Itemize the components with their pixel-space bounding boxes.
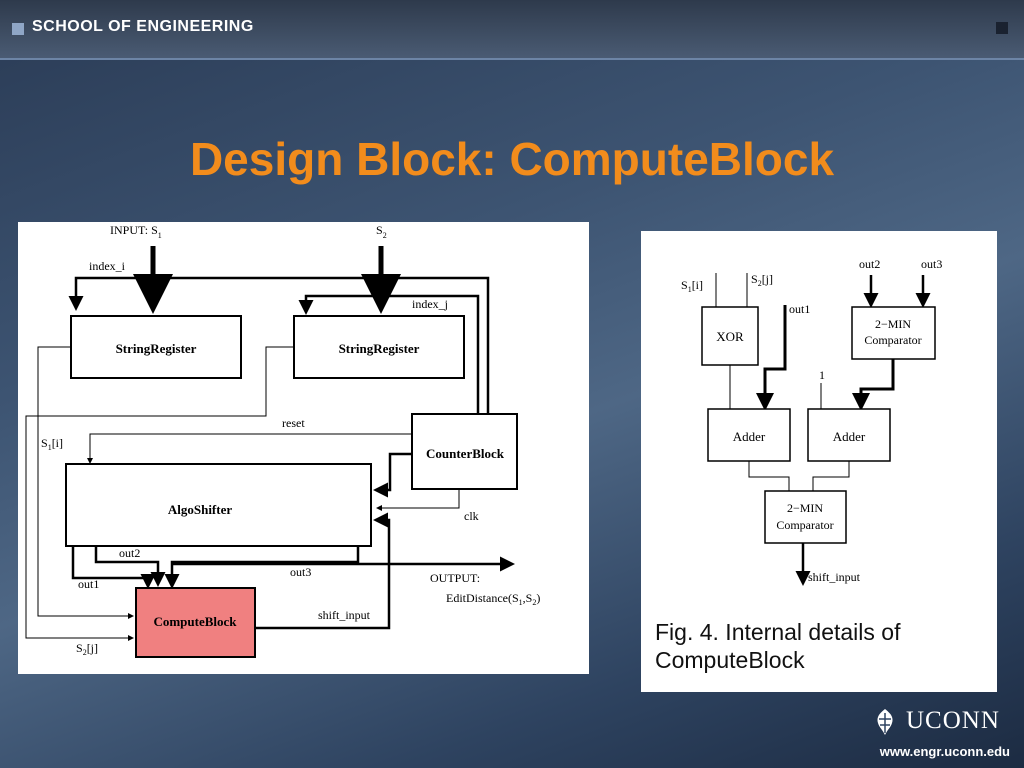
adder-right-box	[807, 408, 891, 462]
header-square-icon	[12, 23, 24, 35]
counter-to-algo-arrow	[373, 452, 412, 498]
out1-line	[71, 546, 156, 589]
adder-right-label: Adder	[833, 429, 866, 444]
out3-label-right: out3	[921, 257, 942, 271]
s2j-label-right: S2[j]	[751, 272, 773, 288]
min-comparator-bottom-box	[764, 490, 847, 544]
sr1-to-compute-line	[37, 346, 134, 619]
shift-input-label: shift_input	[318, 608, 371, 622]
clk-line	[376, 489, 460, 511]
header-divider	[0, 58, 1024, 60]
header-corner-square-icon	[996, 22, 1008, 34]
adder-left-label: Adder	[733, 429, 766, 444]
adder-left-to-min-line	[748, 461, 790, 491]
algo-shifter-label: AlgoShifter	[168, 502, 233, 517]
min-comparator-top-box	[851, 306, 936, 360]
uconn-logo-icon	[877, 709, 893, 735]
shift-input-label-right: shift_input	[808, 570, 861, 584]
string-register-2-label: StringRegister	[339, 341, 420, 356]
min-comparator-top-line2: Comparator	[864, 333, 921, 347]
uconn-logo-text: UCONN	[906, 707, 1000, 734]
input-s2-label: S2	[376, 223, 387, 240]
compute-block-label: ComputeBlock	[153, 614, 237, 629]
min-comparator-top-line1: 2−MIN	[875, 317, 911, 331]
string-register-2-box	[293, 315, 465, 379]
footer-url[interactable]: www.engr.uconn.edu	[879, 744, 1010, 759]
out3-label: out3	[290, 565, 311, 579]
shift-input-feedback-line	[255, 512, 391, 630]
compute-block-internal-diagram: S1[i] S2[j] XOR out1 out2 out3 2−MIN Com…	[681, 257, 942, 586]
figure-caption: Fig. 4. Internal details of ComputeBlock	[655, 619, 901, 673]
compute-block-system-diagram: INPUT: S1 S2 index_i index_j StringRegis…	[25, 223, 540, 658]
one-label: 1	[819, 368, 825, 382]
edit-distance-label: EditDistance(S1,S2)	[446, 591, 540, 607]
clk-label: clk	[464, 509, 479, 523]
index-j-label: index_j	[412, 297, 448, 311]
out2-line	[94, 546, 166, 587]
adder-right-to-min-line	[812, 461, 850, 491]
min-comparator-bottom-line1: 2−MIN	[787, 501, 823, 515]
adder-left-box	[707, 408, 791, 462]
xor-label: XOR	[716, 329, 744, 344]
s2j-label: S2[j]	[76, 641, 98, 657]
index-i-label: index_i	[89, 259, 126, 273]
index-i-line	[68, 276, 490, 414]
slide-title: Design Block: ComputeBlock	[189, 133, 835, 185]
xor-box	[701, 306, 759, 366]
out2-label: out2	[119, 546, 140, 560]
input-s1-label: INPUT: S1	[110, 223, 162, 240]
reset-label: reset	[282, 416, 305, 430]
out1-label-right: out1	[789, 302, 810, 316]
out2-label-right: out2	[859, 257, 880, 271]
left-diagram-panel: INPUT: S1 S2 index_i index_j StringRegis…	[18, 222, 589, 674]
right-diagram-panel: S1[i] S2[j] XOR out1 out2 out3 2−MIN Com…	[641, 231, 997, 692]
compute-block-box	[135, 587, 256, 658]
s1i-label: S1[i]	[681, 278, 703, 294]
string-register-1-box	[70, 315, 242, 379]
header-title: SCHOOL OF ENGINEERING	[32, 18, 254, 35]
min-comparator-bottom-line2: Comparator	[776, 518, 833, 532]
counter-block-label: CounterBlock	[426, 446, 505, 461]
counter-block-box	[411, 413, 518, 490]
index-j-line	[298, 294, 480, 414]
out1-line-right	[756, 305, 787, 411]
string-register-1-label: StringRegister	[116, 341, 197, 356]
reset-line	[87, 433, 412, 464]
output-label: OUTPUT:	[430, 571, 480, 585]
min-top-to-adder-line	[852, 359, 895, 411]
algo-shifter-box	[65, 463, 372, 547]
out3-line	[164, 546, 360, 589]
si-label: S1[i]	[41, 436, 63, 452]
header-bar: SCHOOL OF ENGINEERING	[0, 0, 1024, 58]
out1-label: out1	[78, 577, 99, 591]
sr2-to-compute-line	[25, 346, 294, 641]
